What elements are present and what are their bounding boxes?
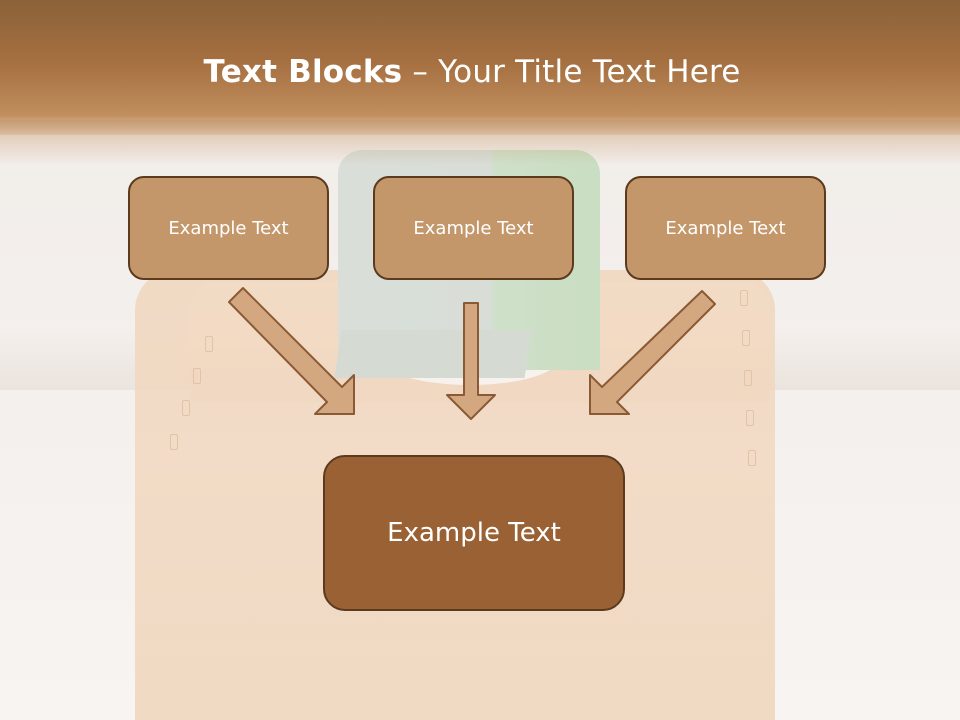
text-block-label: Example Text: [665, 217, 786, 239]
text-block-top-right[interactable]: Example Text: [625, 176, 826, 280]
slide-title: Text Blocks – Your Title Text Here: [0, 54, 944, 90]
text-block-label: Example Text: [168, 217, 289, 239]
title-bar: [0, 0, 960, 135]
box-perforation: [748, 450, 756, 466]
slide-title-rest: Your Title Text Here: [438, 54, 741, 90]
text-block-label: Example Text: [413, 217, 534, 239]
box-perforation: [746, 410, 754, 426]
arrow-center: [446, 302, 496, 420]
slide-title-bold: Text Blocks: [203, 54, 403, 90]
box-perforation: [193, 368, 201, 384]
text-block-bottom-main[interactable]: Example Text: [323, 455, 625, 611]
text-block-top-left[interactable]: Example Text: [128, 176, 329, 280]
slide-title-separator: –: [402, 54, 439, 90]
box-perforation: [742, 330, 750, 346]
text-block-top-center[interactable]: Example Text: [373, 176, 574, 280]
box-perforation: [205, 336, 213, 352]
box-perforation: [170, 434, 178, 450]
text-block-main-label: Example Text: [387, 518, 561, 548]
arrow-right: [589, 290, 716, 415]
box-perforation: [744, 370, 752, 386]
box-perforation: [182, 400, 190, 416]
title-bar-fade: [0, 120, 960, 165]
arrow-left: [228, 287, 355, 415]
box-perforation: [740, 290, 748, 306]
